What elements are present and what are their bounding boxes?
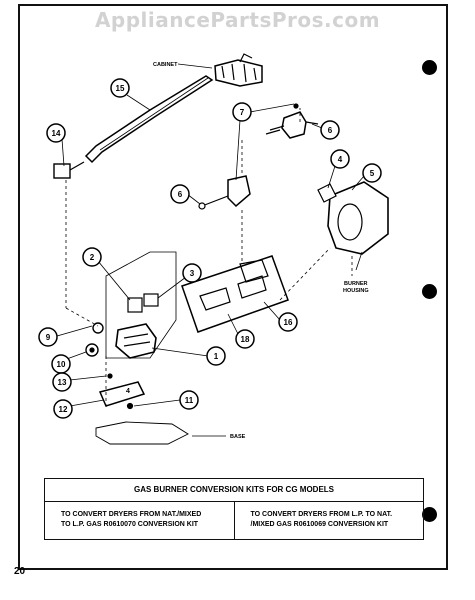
kit-nat-conversion: TO CONVERT DRYERS FROM L.P. TO NAT. /MIX… [233,502,424,540]
callout-6-text: 6 [328,126,333,135]
callout-4b-text: 4 [126,388,130,395]
callout-18-text: 18 [241,335,250,344]
valve-bracket [98,373,146,410]
conversion-kits-table: GAS BURNER CONVERSION KITS FOR CG MODELS… [44,478,424,540]
callout-7 [232,102,252,122]
kit-nat-line1: TO CONVERT DRYERS FROM L.P. TO NAT. [250,511,393,518]
heat-shield [181,255,289,333]
orifice-part [53,161,85,179]
callout-13-text: 13 [58,378,67,387]
callout-6 [320,120,340,140]
page-frame [18,4,448,570]
gas-valve [85,293,159,359]
callout-1-text: 1 [214,352,219,361]
callout-9-text: 9 [46,333,51,342]
callout-11 [179,390,199,410]
igniter-assembly [265,103,319,139]
callout-12-text: 12 [59,405,68,414]
kits-row: TO CONVERT DRYERS FROM NAT./MIXED TO L.P… [45,502,423,540]
base-label: BASE [230,434,246,440]
flame-sensor [198,175,251,210]
callout-2 [82,247,102,267]
kit-lp-line1: TO CONVERT DRYERS FROM NAT./MIXED [61,511,202,518]
callout-4 [330,149,350,169]
callout-9 [38,327,58,347]
callout-14-text: 14 [52,129,61,138]
callout-16 [278,312,298,332]
leader-lines [56,94,365,437]
watermark: AppliancePartsPros.com [94,8,381,32]
binder-hole [422,507,437,522]
burner-housing-label-line1: BURNER [344,281,368,287]
callout-14 [46,123,66,143]
callout-1 [206,346,226,366]
callout-15 [110,78,130,98]
callout-10-text: 10 [57,360,66,369]
kit-nat-line2: /MIXED GAS R0610069 CONVERSION KIT [250,521,389,528]
binder-hole [422,284,437,299]
cabinet-label: CABINET [153,62,178,68]
callout-6b-text: 6 [178,190,183,199]
callout-16-text: 16 [284,318,293,327]
callout-12 [53,399,73,419]
burner-tube [84,75,214,164]
callout-2-text: 2 [90,253,95,262]
callout-4-text: 4 [338,155,343,164]
burner-housing [317,181,389,255]
binder-hole [422,60,437,75]
burner-housing-label-line2: HOUSING [343,288,369,294]
callout-11-text: 11 [185,396,194,405]
valve-inset [105,251,177,359]
callout-15-text: 15 [116,84,125,93]
callout-5 [362,163,382,183]
base-outline [95,421,189,445]
kits-title: GAS BURNER CONVERSION KITS FOR CG MODELS [45,479,423,502]
assembly-lines [65,108,353,410]
callout-13 [52,372,72,392]
cabinet-bracket [214,53,263,87]
callout-7-text: 7 [240,108,245,117]
callout-3-text: 3 [190,269,195,278]
callout-18 [235,329,255,349]
kit-lp-line2: TO L.P. GAS R0610070 CONVERSION KIT [61,521,199,528]
kit-lp-conversion: TO CONVERT DRYERS FROM NAT./MIXED TO L.P… [45,502,234,540]
callout-6b [170,184,190,204]
callout-5-text: 5 [370,169,375,178]
page-number: 20 [14,566,26,577]
callout-3 [182,263,202,283]
